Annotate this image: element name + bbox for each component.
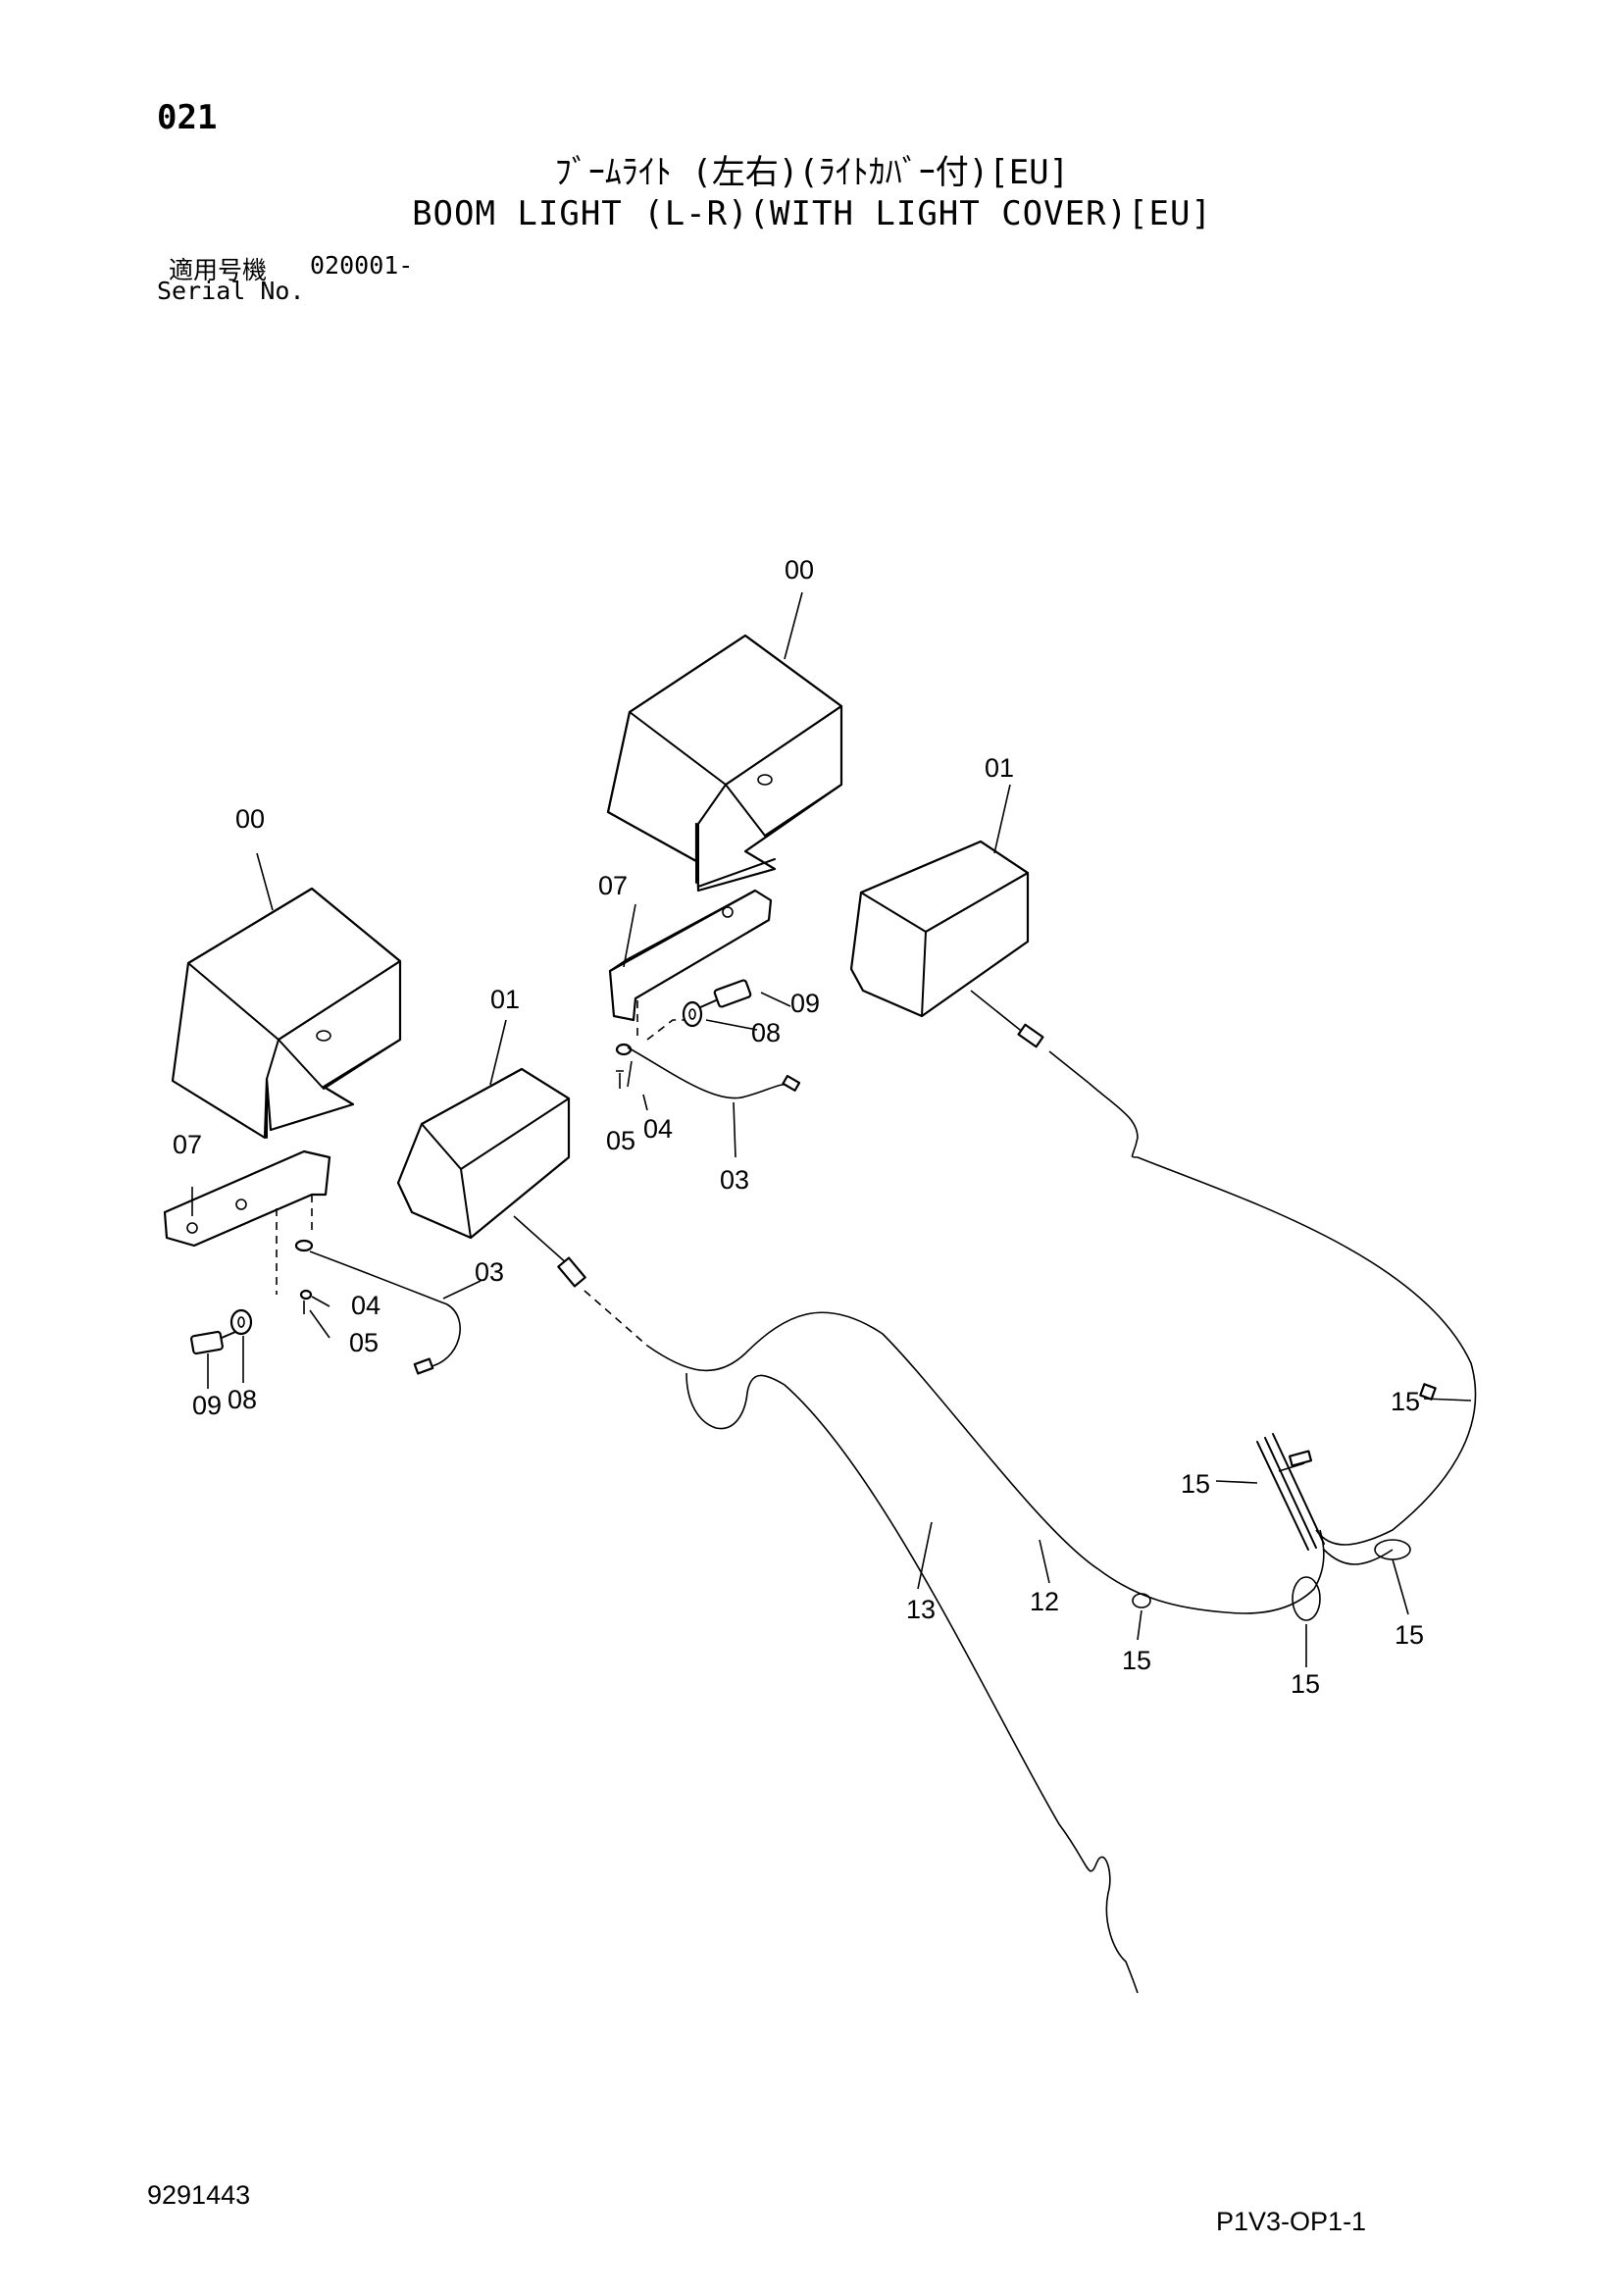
cable-clips [1132, 1539, 1411, 1621]
callout-15-a: 15 [1391, 1387, 1420, 1416]
callout-15-b: 15 [1181, 1469, 1210, 1499]
callout-01-right: 01 [985, 753, 1014, 783]
harness-left [294, 1239, 461, 1375]
bolt-left [190, 1330, 236, 1355]
document-number: 9291443 [147, 2180, 251, 2210]
serial-label-japanese: 適用号機 [169, 256, 268, 284]
cable-clip-bundle [1256, 1433, 1325, 1551]
title-english: BOOM LIGHT (L-R)(WITH LIGHT COVER)[EU] [412, 194, 1212, 233]
callout-07-left: 07 [173, 1130, 202, 1159]
lamp-left [396, 1067, 648, 1347]
light-cover-left [171, 887, 402, 1140]
callout-09-left: 09 [192, 1391, 222, 1420]
callout-03-left: 03 [475, 1257, 504, 1287]
harness-right [627, 1046, 801, 1099]
callout-09-right: 09 [790, 989, 820, 1018]
screw-left [299, 1289, 313, 1314]
serial-label-english: Serial No. [157, 277, 305, 305]
page-number: 021 [157, 98, 218, 137]
callout-15-d: 15 [1122, 1646, 1151, 1675]
callout-05-right: 05 [606, 1126, 635, 1155]
callout-08-left: 08 [228, 1385, 257, 1414]
callout-04-left: 04 [351, 1291, 381, 1320]
title-japanese: ﾌﾞｰﾑﾗｲﾄ (左右)(ﾗｲﾄｶﾊﾞｰ付)[EU] [554, 153, 1070, 192]
callout-15-e: 15 [1291, 1669, 1320, 1699]
callout-01-left: 01 [490, 985, 520, 1014]
serial-number-value: 020001- [310, 251, 414, 280]
washer-right [682, 1000, 703, 1028]
bolt-right [697, 979, 752, 1009]
washer-left [229, 1308, 253, 1336]
callout-13: 13 [906, 1595, 936, 1624]
callout-08-right: 08 [751, 1018, 781, 1047]
lamp-right [849, 840, 1090, 1084]
callout-00-right: 00 [785, 555, 814, 585]
callout-05-left: 05 [349, 1328, 379, 1357]
callout-15-c: 15 [1395, 1620, 1424, 1650]
callout-00-left: 00 [235, 804, 265, 834]
callout-03-right: 03 [720, 1165, 749, 1195]
leader-lines [191, 591, 1472, 1667]
bracket-right [608, 889, 773, 1041]
callout-07-right: 07 [598, 871, 628, 900]
callout-12: 12 [1030, 1587, 1059, 1616]
page-code: P1V3-OP1-1 [1216, 2207, 1367, 2236]
bracket-left [163, 1149, 331, 1295]
main-harness [646, 1082, 1477, 1994]
light-cover-right [606, 634, 843, 893]
callout-04-right: 04 [643, 1114, 673, 1144]
